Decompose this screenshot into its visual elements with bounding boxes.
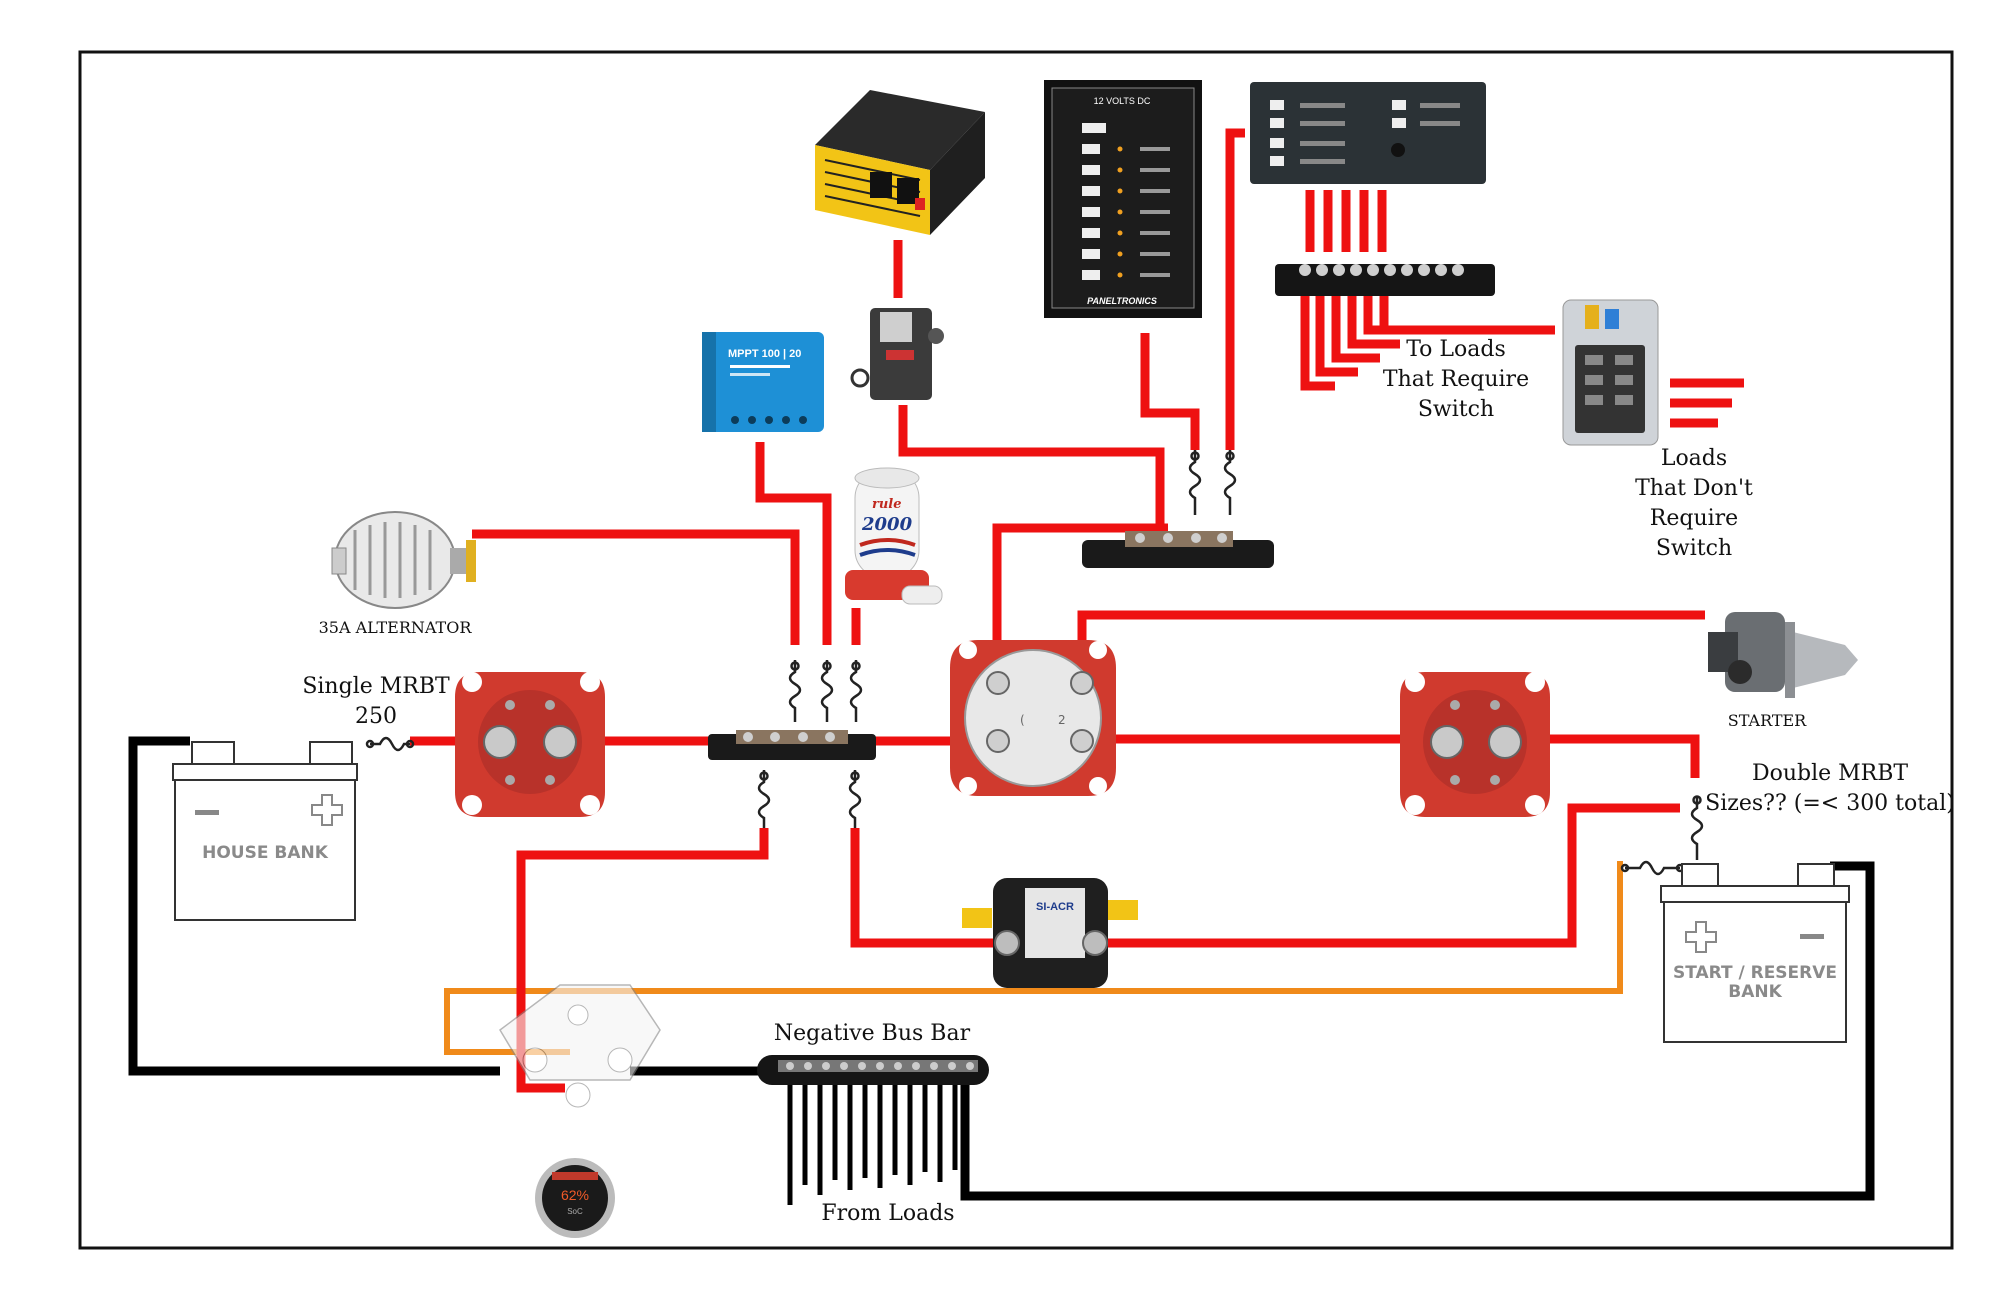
double-mrbt-sizes-label: Sizes?? (=< 300 total) <box>1705 791 1955 816</box>
load-return-wires <box>787 1080 958 1205</box>
double-mrbt-switch-icon[interactable] <box>1400 672 1550 817</box>
circuit-breaker-icon <box>850 308 944 400</box>
fuse-block-icon <box>1562 299 1659 446</box>
switch-panel-icon <box>1250 82 1486 184</box>
fuse-icons-lower-bus <box>757 770 862 828</box>
house-bank-battery-icon: HOUSE BANK <box>172 741 358 921</box>
battery-monitor-icon: 62% SoC <box>535 1158 615 1238</box>
pump-brand-label: rule <box>872 497 902 512</box>
to-loads-label-2: That Require <box>1383 367 1529 392</box>
monitor-value: 62% <box>561 1187 589 1203</box>
single-mrbt-switch-icon[interactable] <box>455 672 605 817</box>
fuse-icon-double-mrbt <box>1690 795 1704 860</box>
starter-icon <box>1708 612 1858 698</box>
diagram-frame <box>78 50 1954 1250</box>
terminal-strip-icon <box>1275 264 1495 296</box>
svg-text:2: 2 <box>1058 713 1066 727</box>
alternator-icon <box>331 511 476 609</box>
single-mrbt-size-label: 250 <box>355 704 397 729</box>
loads-no-switch-label-3: Require <box>1650 506 1738 531</box>
inverter-icon <box>815 90 985 235</box>
starter-label: STARTER <box>1728 711 1807 730</box>
charger-model-label: MPPT 100 | 20 <box>728 348 801 360</box>
from-loads-label: From Loads <box>821 1201 954 1226</box>
shunt-icon <box>499 984 661 1108</box>
fuse-icons-upper-bus <box>788 660 863 722</box>
loads-no-switch-label-2: That Don't <box>1635 476 1753 501</box>
positive-wires <box>410 128 1744 1093</box>
loads-no-switch-label-1: Loads <box>1661 446 1727 471</box>
bilge-pump-icon: rule 2000 <box>845 467 943 605</box>
loads-no-switch-label-4: Switch <box>1656 536 1732 561</box>
house-bank-label: HOUSE BANK <box>202 843 329 863</box>
positive-bus-bar-main-icon <box>708 730 876 760</box>
pump-model-label: 2000 <box>861 514 913 535</box>
double-mrbt-label: Double MRBT <box>1752 761 1908 786</box>
fuse-icon-start-bank <box>1620 860 1685 876</box>
negative-wires <box>128 736 1875 1201</box>
panel-brand-label: PANELTRONICS <box>1087 296 1157 306</box>
negative-bus-bar-label: Negative Bus Bar <box>774 1021 971 1046</box>
start-reserve-label-2: BANK <box>1728 982 1782 1002</box>
start-reserve-label-1: START / RESERVE <box>1673 963 1837 983</box>
acr-relay-icon: SI-ACR <box>962 878 1138 988</box>
dc-breaker-panel-icon: 12 VOLTS DC PANELTRONICS <box>1044 80 1202 318</box>
positive-bus-bar-panel-icon <box>1082 531 1274 568</box>
selector-switch-icon[interactable]: ( 2 <box>950 640 1116 796</box>
solar-charge-controller-icon: MPPT 100 | 20 <box>702 332 824 432</box>
svg-text:(: ( <box>1020 713 1025 727</box>
panel-volts-label: 12 VOLTS DC <box>1094 96 1151 106</box>
fuse-icon-single-mrbt <box>365 736 415 752</box>
fuse-icons-panel-feed <box>1188 450 1237 515</box>
single-mrbt-label: Single MRBT <box>302 674 450 699</box>
start-reserve-battery-icon: START / RESERVE BANK <box>1660 863 1850 1043</box>
alternator-label: 35A ALTERNATOR <box>319 618 473 637</box>
acr-brand-label: SI-ACR <box>1036 901 1074 913</box>
sense-wire <box>444 861 1623 1055</box>
to-loads-label-3: Switch <box>1418 397 1494 422</box>
monitor-sub: SoC <box>567 1207 583 1216</box>
negative-bus-bar-icon <box>757 1055 989 1085</box>
to-loads-label-1: To Loads <box>1406 337 1506 362</box>
